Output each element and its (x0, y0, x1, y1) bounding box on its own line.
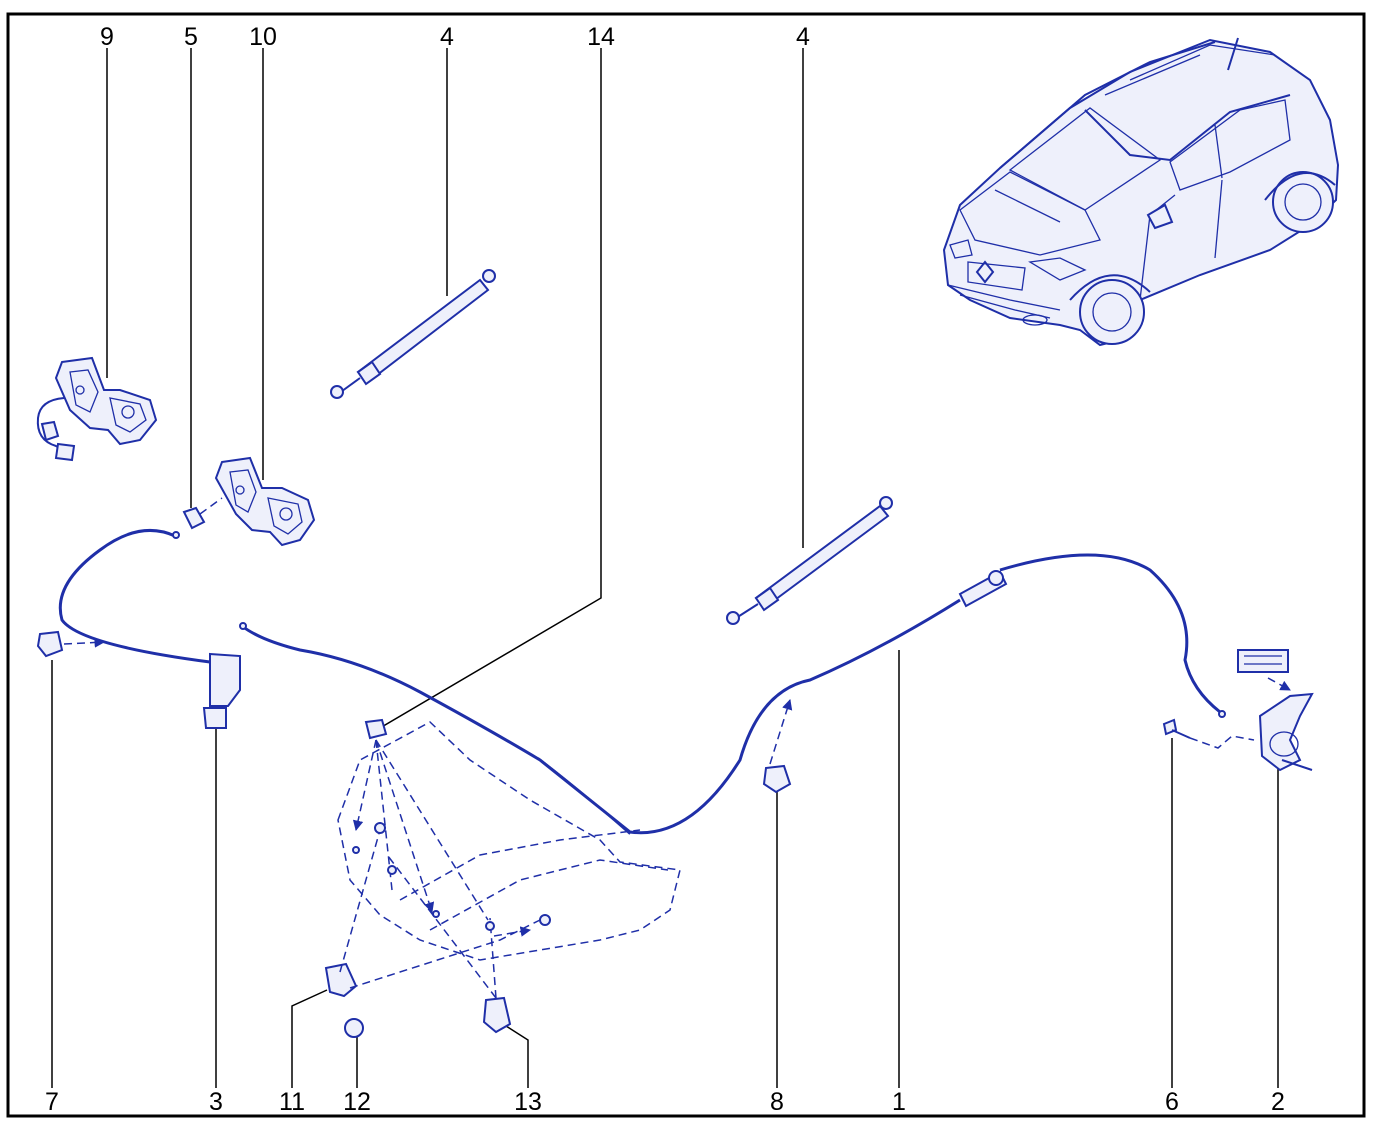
cable-support-clip (762, 698, 793, 794)
callout-4-lower-strut: 4 (796, 23, 810, 51)
callout-leaders (51, 48, 1279, 1088)
screw (1162, 718, 1255, 749)
callout-3: 3 (209, 1088, 223, 1116)
callout-1: 1 (892, 1088, 906, 1116)
gas-strut-upper (330, 269, 496, 399)
callout-8: 8 (770, 1088, 784, 1116)
callouts-top: 9 5 10 4 14 4 (100, 23, 810, 51)
callout-10: 10 (249, 23, 277, 51)
callout-4-upper-strut: 4 (440, 23, 454, 51)
gas-strut-lower (726, 496, 893, 625)
hood-latch (214, 456, 316, 547)
hood-latch-assembly (36, 356, 158, 462)
callout-2: 2 (1271, 1088, 1285, 1116)
callout-11: 11 (279, 1088, 305, 1116)
release-cable (58, 529, 1226, 835)
cable-clip (36, 630, 106, 658)
bolt (182, 497, 223, 530)
callout-5: 5 (184, 23, 198, 51)
callout-14: 14 (587, 23, 615, 51)
release-handle (1237, 649, 1314, 772)
callouts-bottom: 7 3 11 12 13 8 1 6 2 (45, 1088, 1285, 1116)
diagram-frame (6, 12, 1366, 1118)
callout-9: 9 (100, 23, 114, 51)
callout-12: 12 (343, 1088, 371, 1116)
callout-13: 13 (514, 1088, 542, 1116)
car-illustration (942, 37, 1340, 347)
hood-panel (324, 718, 681, 1038)
callout-7: 7 (45, 1088, 59, 1116)
callout-6: 6 (1165, 1088, 1179, 1116)
